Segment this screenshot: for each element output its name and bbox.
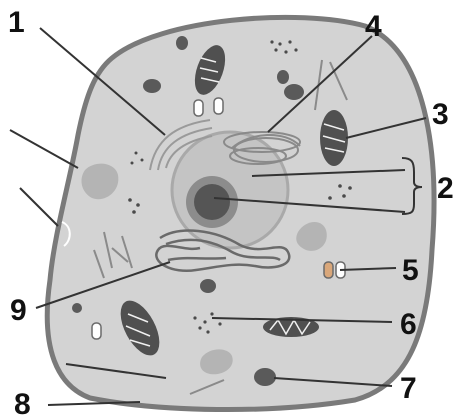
label-7: 7: [400, 372, 417, 405]
label-9: 9: [10, 294, 27, 327]
mitochondrion: [320, 110, 348, 166]
label-8: 8: [14, 388, 31, 418]
label-2: 2: [437, 172, 454, 205]
vesicle: [92, 323, 101, 339]
label-5: 5: [402, 254, 419, 287]
label-3: 3: [432, 98, 449, 131]
nucleolus: [194, 184, 230, 220]
label-4: 4: [365, 10, 382, 43]
label-1: 1: [8, 6, 25, 39]
label-6: 6: [400, 308, 417, 341]
